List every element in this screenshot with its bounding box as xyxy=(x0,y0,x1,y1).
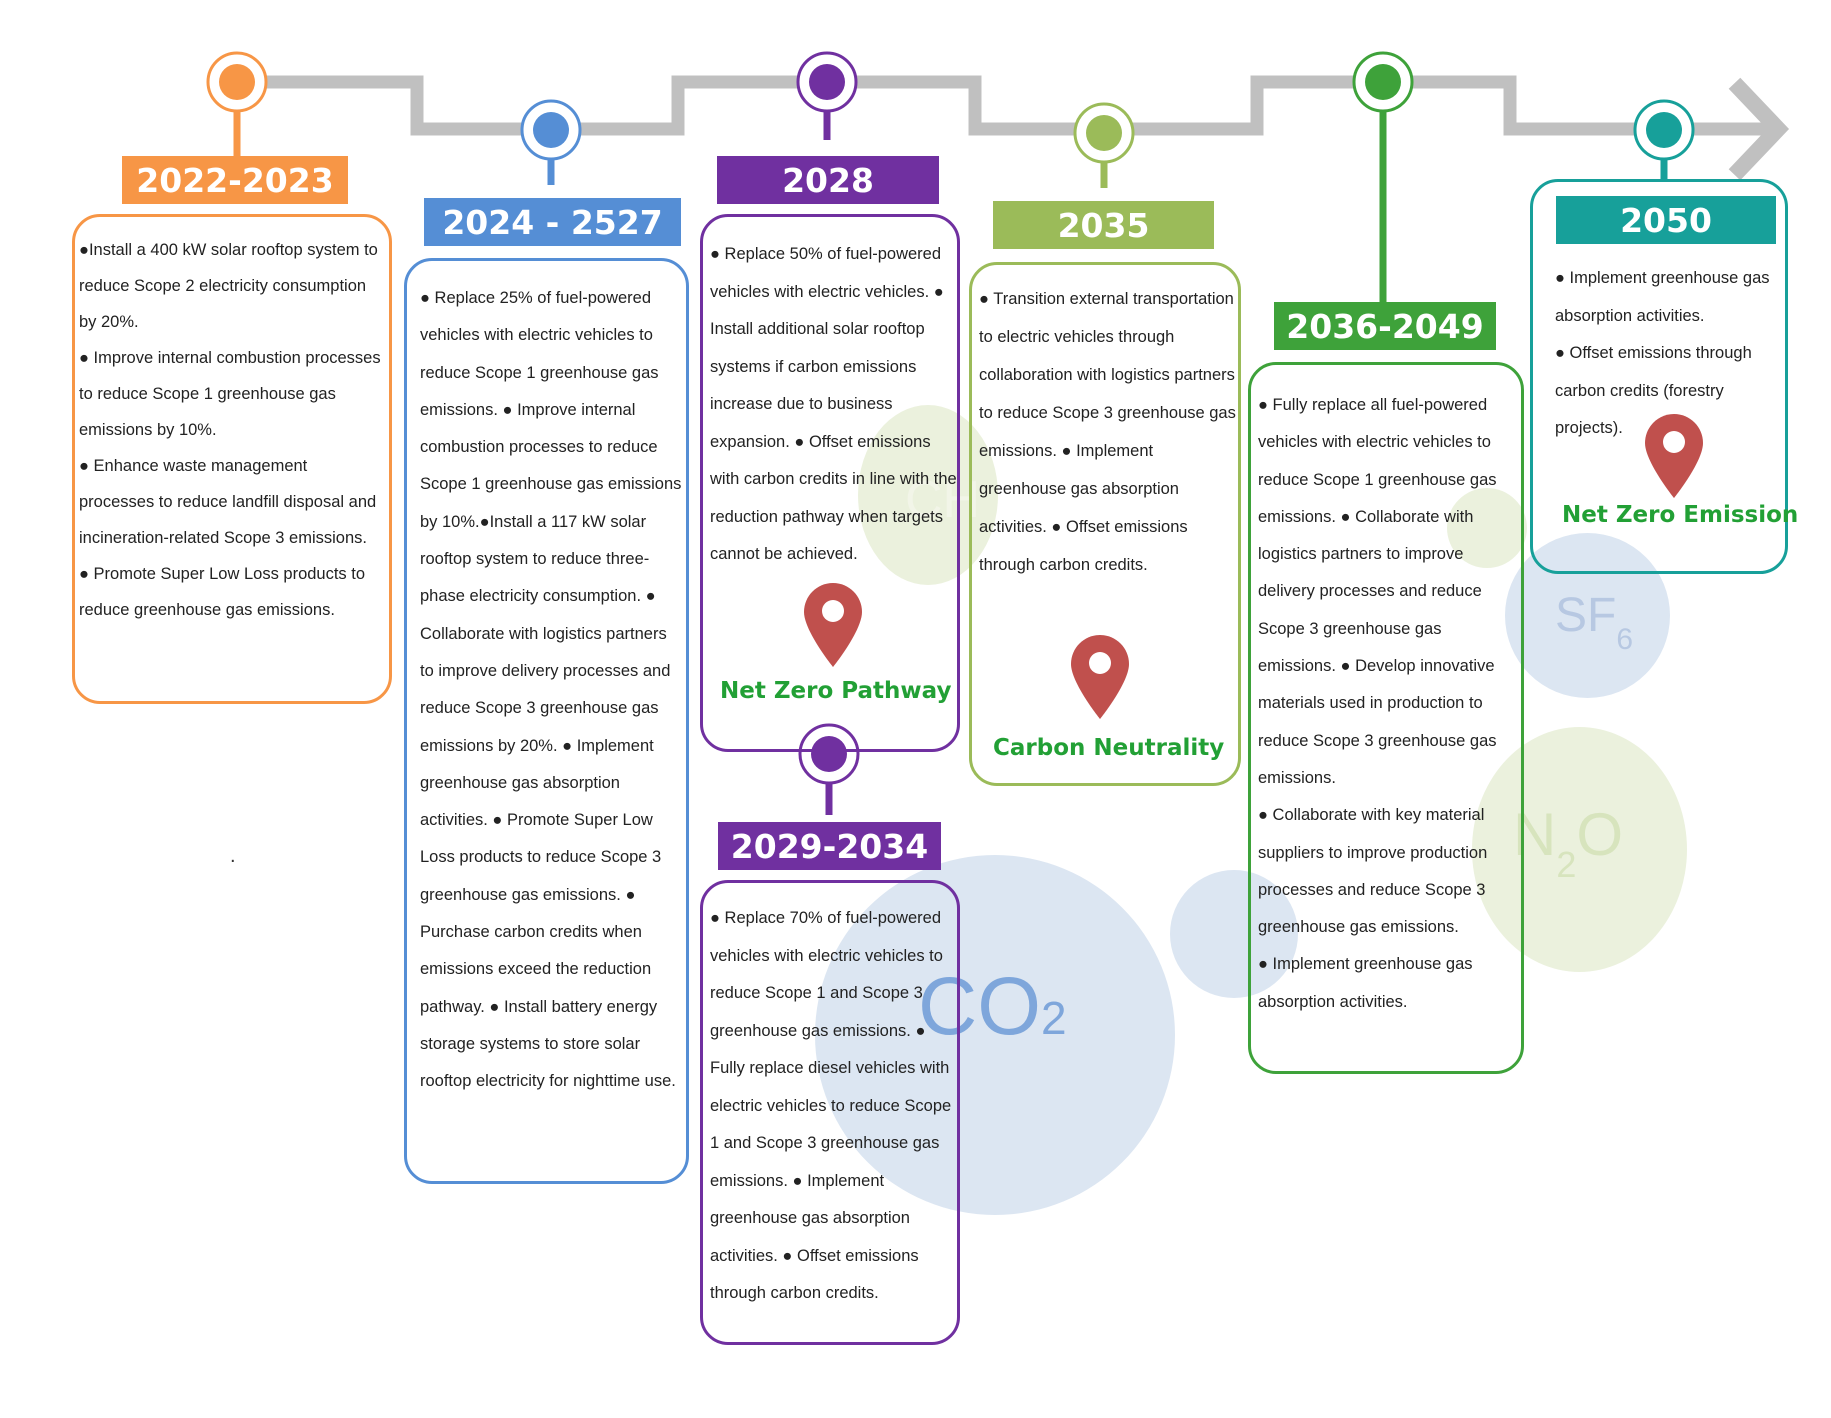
phase-box xyxy=(404,258,689,1184)
phase-text: ●Install a 400 kW solar rooftop system t… xyxy=(79,232,384,628)
ch4-label: CH xyxy=(905,471,981,529)
phase-item: ● Transition external transportation to … xyxy=(979,290,1236,574)
milestone-net-zero-pathway: Net Zero Pathway xyxy=(720,678,952,704)
ch4-bubble xyxy=(858,405,998,585)
arrow-head xyxy=(1728,77,1790,181)
period-header: 2022-2023 xyxy=(122,156,348,204)
sf6-bubble xyxy=(1505,533,1670,698)
phase-text: ● Transition external transportation to … xyxy=(979,280,1237,584)
phase-item: ●Install a 400 kW solar rooftop system t… xyxy=(79,241,378,331)
phase-box xyxy=(1248,362,1524,1074)
location-pin-icon xyxy=(804,583,862,667)
phase-item: ● Improve internal combustion processes … xyxy=(79,349,381,439)
period-header: 2036-2049 xyxy=(1274,302,1496,350)
phase-item: ● Implement greenhouse gas absorption ac… xyxy=(1555,269,1770,325)
phase-item: ● Replace 50% of fuel-powered vehicles w… xyxy=(710,245,957,563)
blue-bubble-small xyxy=(1170,870,1298,998)
milestone-net-zero-emission: Net Zero Emission xyxy=(1562,502,1799,528)
phase-box xyxy=(700,214,960,752)
co2-label: CO2 xyxy=(918,961,1067,1052)
n2o-label: N2O xyxy=(1513,801,1624,885)
phase-box xyxy=(969,262,1241,786)
phase-text: ● Replace 50% of fuel-powered vehicles w… xyxy=(710,236,960,574)
co2-bubble xyxy=(815,855,1175,1215)
period-header: 2024 - 2527 xyxy=(424,198,681,246)
phase-text: ● Fully replace all fuel-powered vehicle… xyxy=(1258,387,1520,1021)
location-pin-icon xyxy=(1071,635,1129,719)
phase-item: ● Offset emissions through carbon credit… xyxy=(1555,344,1752,437)
sf6-label: SF6 xyxy=(1555,589,1634,656)
phase-text: ● Replace 25% of fuel-powered vehicles w… xyxy=(420,280,682,1101)
phase-text: ● Implement greenhouse gas absorption ac… xyxy=(1555,260,1783,448)
period-header: 2050 xyxy=(1556,196,1776,244)
phase-item: ● Promote Super Low Loss products to red… xyxy=(79,565,366,619)
period-header: 2029-2034 xyxy=(718,822,941,870)
phase-box xyxy=(1530,179,1788,574)
phase-item: ● Replace 70% of fuel-powered vehicles w… xyxy=(710,909,952,1302)
location-pin-icon xyxy=(1645,414,1703,498)
phase-item: ● Fully replace all fuel-powered vehicle… xyxy=(1258,396,1497,787)
phase-item: ● Enhance waste management processes to … xyxy=(79,457,377,547)
phase-box xyxy=(72,214,392,704)
phase-text: ● Replace 70% of fuel-powered vehicles w… xyxy=(710,900,960,1313)
phase-item: ● Implement greenhouse gas absorption ac… xyxy=(1258,955,1473,1011)
stray-dot: . xyxy=(230,845,236,867)
milestone-carbon-neutrality: Carbon Neutrality xyxy=(993,735,1225,761)
n2o-bubble xyxy=(1472,727,1687,972)
period-header: 2028 xyxy=(717,156,939,204)
phase-item: ● Collaborate with key material supplier… xyxy=(1258,806,1488,937)
phase-item: ● Replace 25% of fuel-powered vehicles w… xyxy=(420,289,682,1091)
green-bubble-small xyxy=(1447,488,1527,568)
period-header: 2035 xyxy=(993,201,1214,249)
phase-box xyxy=(700,880,960,1345)
